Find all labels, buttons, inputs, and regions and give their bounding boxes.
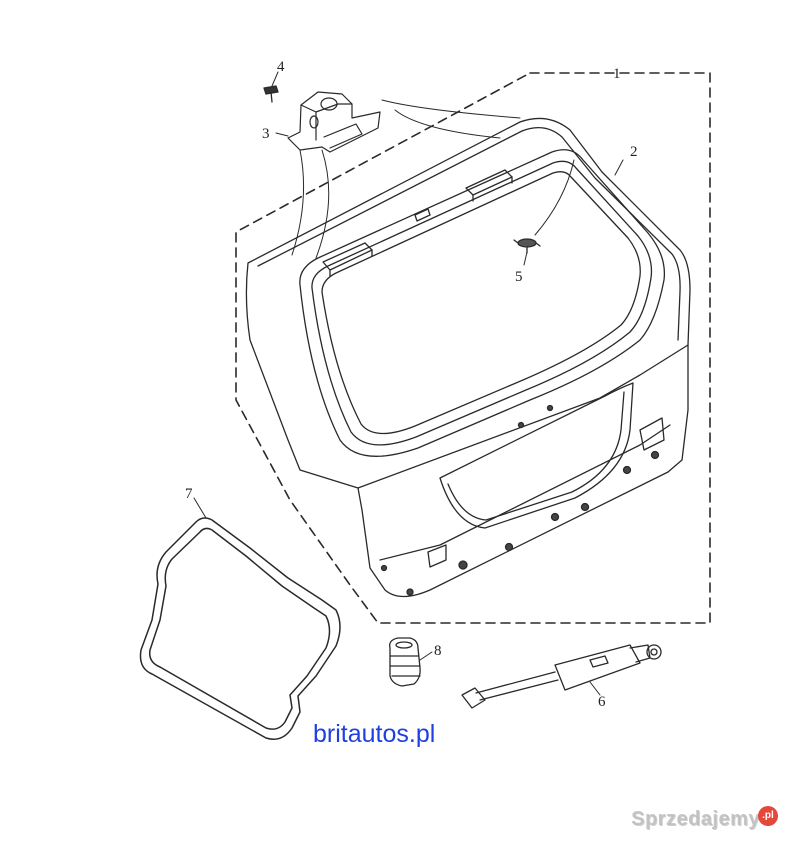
hinge-bracket bbox=[287, 91, 381, 153]
tailgate-panel-inner-edge bbox=[257, 126, 681, 341]
callout-6: 6 bbox=[598, 694, 606, 710]
lower-bracket bbox=[427, 417, 665, 568]
clip-guide-line bbox=[534, 159, 575, 236]
licence-recess-inner bbox=[447, 391, 625, 521]
leader-lines bbox=[193, 71, 624, 696]
gas-strut bbox=[461, 644, 662, 709]
weatherstrip-seal bbox=[139, 517, 341, 740]
hinge-slots bbox=[322, 169, 513, 277]
brand-text: britautos.pl bbox=[313, 720, 436, 748]
watermark-badge: .pl bbox=[758, 806, 778, 826]
hinge-bolt bbox=[263, 85, 279, 103]
window-glass-edge bbox=[321, 171, 641, 435]
callout-4: 4 bbox=[277, 59, 285, 75]
callout-5: 5 bbox=[515, 269, 523, 285]
lower-mount-holes bbox=[380, 404, 660, 596]
assembly-boundary bbox=[235, 72, 711, 624]
callout-3: 3 bbox=[262, 126, 270, 142]
callout-8: 8 bbox=[434, 643, 442, 659]
window-opening-inner bbox=[311, 160, 653, 446]
tailgate-lower-inner-line bbox=[379, 424, 671, 561]
hinge-guide-lines bbox=[291, 99, 521, 259]
callout-7: 7 bbox=[185, 486, 193, 502]
tailgate-panel bbox=[245, 117, 691, 598]
callout-2: 2 bbox=[630, 144, 638, 160]
watermark-text: Sprzedajemy bbox=[631, 808, 760, 830]
callout-1: 1 bbox=[613, 66, 621, 82]
window-opening-outer bbox=[299, 149, 666, 457]
tailgate-lower-body bbox=[357, 344, 689, 489]
glass-clip bbox=[513, 238, 541, 254]
licence-recess bbox=[439, 382, 634, 529]
bump-stop bbox=[389, 637, 421, 687]
